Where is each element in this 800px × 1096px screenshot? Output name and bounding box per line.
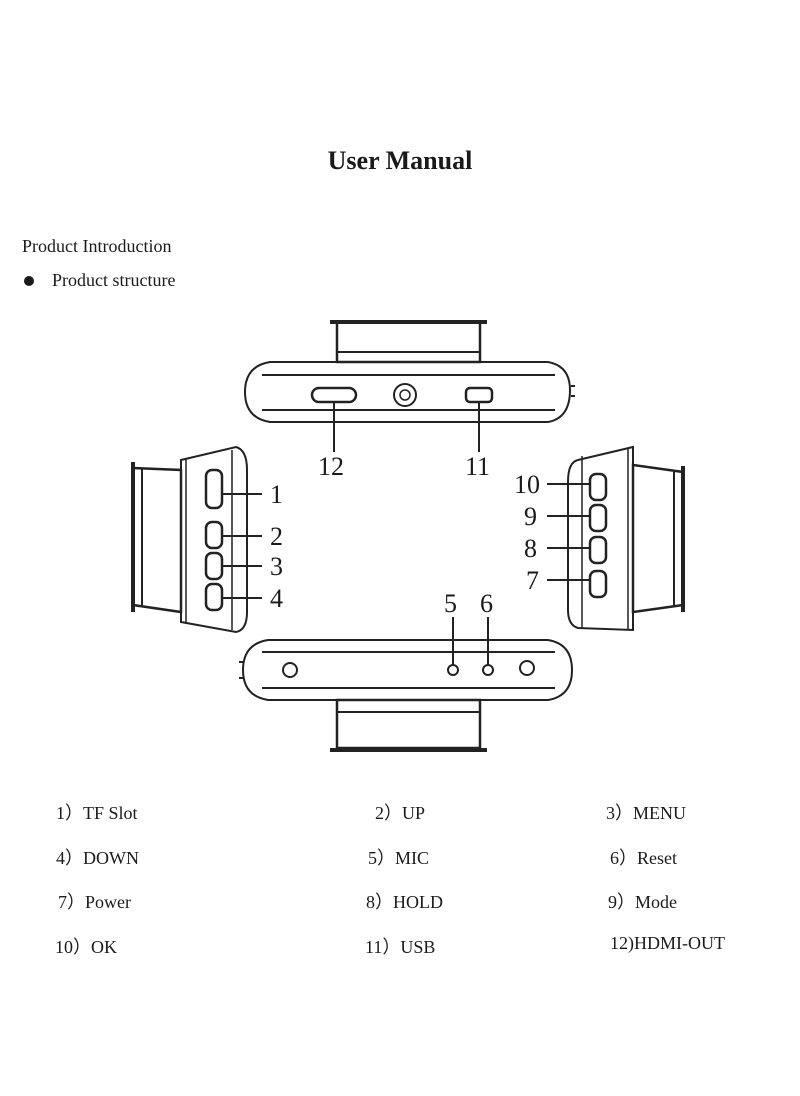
usb-port (464, 386, 494, 404)
power-button (588, 569, 608, 599)
callout-2: 2 (270, 522, 283, 551)
right-side-view (567, 445, 685, 632)
mount-hole-icon (393, 383, 417, 407)
page-title: User Manual (327, 146, 473, 175)
callout-7: 7 (526, 566, 539, 595)
callout-8: 8 (524, 534, 537, 563)
callout-3: 3 (270, 552, 283, 581)
callout-10: 10 (514, 470, 540, 499)
bottom-view (239, 639, 574, 752)
callout-1: 1 (270, 480, 283, 509)
callout-12: 12 (318, 452, 344, 481)
bullet-label: Product structure (52, 270, 176, 290)
callout-numbers: 1 2 3 4 5 6 7 8 9 10 11 12 (270, 452, 540, 618)
legend-item-menu: 3）MENU (606, 803, 686, 823)
menu-button (204, 551, 224, 581)
hdmi-port (310, 386, 358, 404)
product-structure-diagram: 1 2 3 4 5 6 7 8 9 10 11 12 (131, 320, 685, 752)
tf-slot (204, 468, 224, 510)
legend-item-power: 7）Power (58, 892, 131, 912)
legend-item-usb: 11）USB (365, 937, 436, 957)
hold-button (588, 535, 608, 565)
legend-item-hdmi-out: 12)HDMI-OUT (610, 933, 725, 953)
mode-button (588, 503, 608, 533)
callout-4: 4 (270, 584, 283, 613)
legend-item-up: 2）UP (375, 803, 426, 823)
legend-item-reset: 6）Reset (610, 848, 677, 868)
legend-item-mic: 5）MIC (368, 848, 430, 868)
screw-right-icon (519, 660, 535, 676)
up-button (204, 520, 224, 550)
legend-item-hold: 8）HOLD (366, 892, 443, 912)
callout-6: 6 (480, 589, 493, 618)
reset-hole (482, 664, 494, 676)
legend-item-down: 4）DOWN (56, 848, 139, 868)
callout-9: 9 (524, 502, 537, 531)
down-button (204, 582, 224, 612)
callout-5: 5 (444, 589, 457, 618)
screw-left-icon (282, 662, 298, 678)
left-side-view (131, 445, 248, 634)
legend-item-ok: 10）OK (55, 937, 117, 957)
legend-item-tf-slot: 1）TF Slot (56, 803, 138, 823)
leader-lines (222, 402, 590, 665)
section-heading: Product Introduction (22, 236, 172, 256)
bullet-icon (24, 275, 34, 286)
legend-item-mode: 9）Mode (608, 892, 677, 912)
top-view (243, 320, 575, 423)
mic-hole (447, 664, 459, 676)
ok-button (588, 472, 608, 502)
callout-11: 11 (465, 452, 490, 481)
bullet-item: Product structure (24, 270, 175, 291)
